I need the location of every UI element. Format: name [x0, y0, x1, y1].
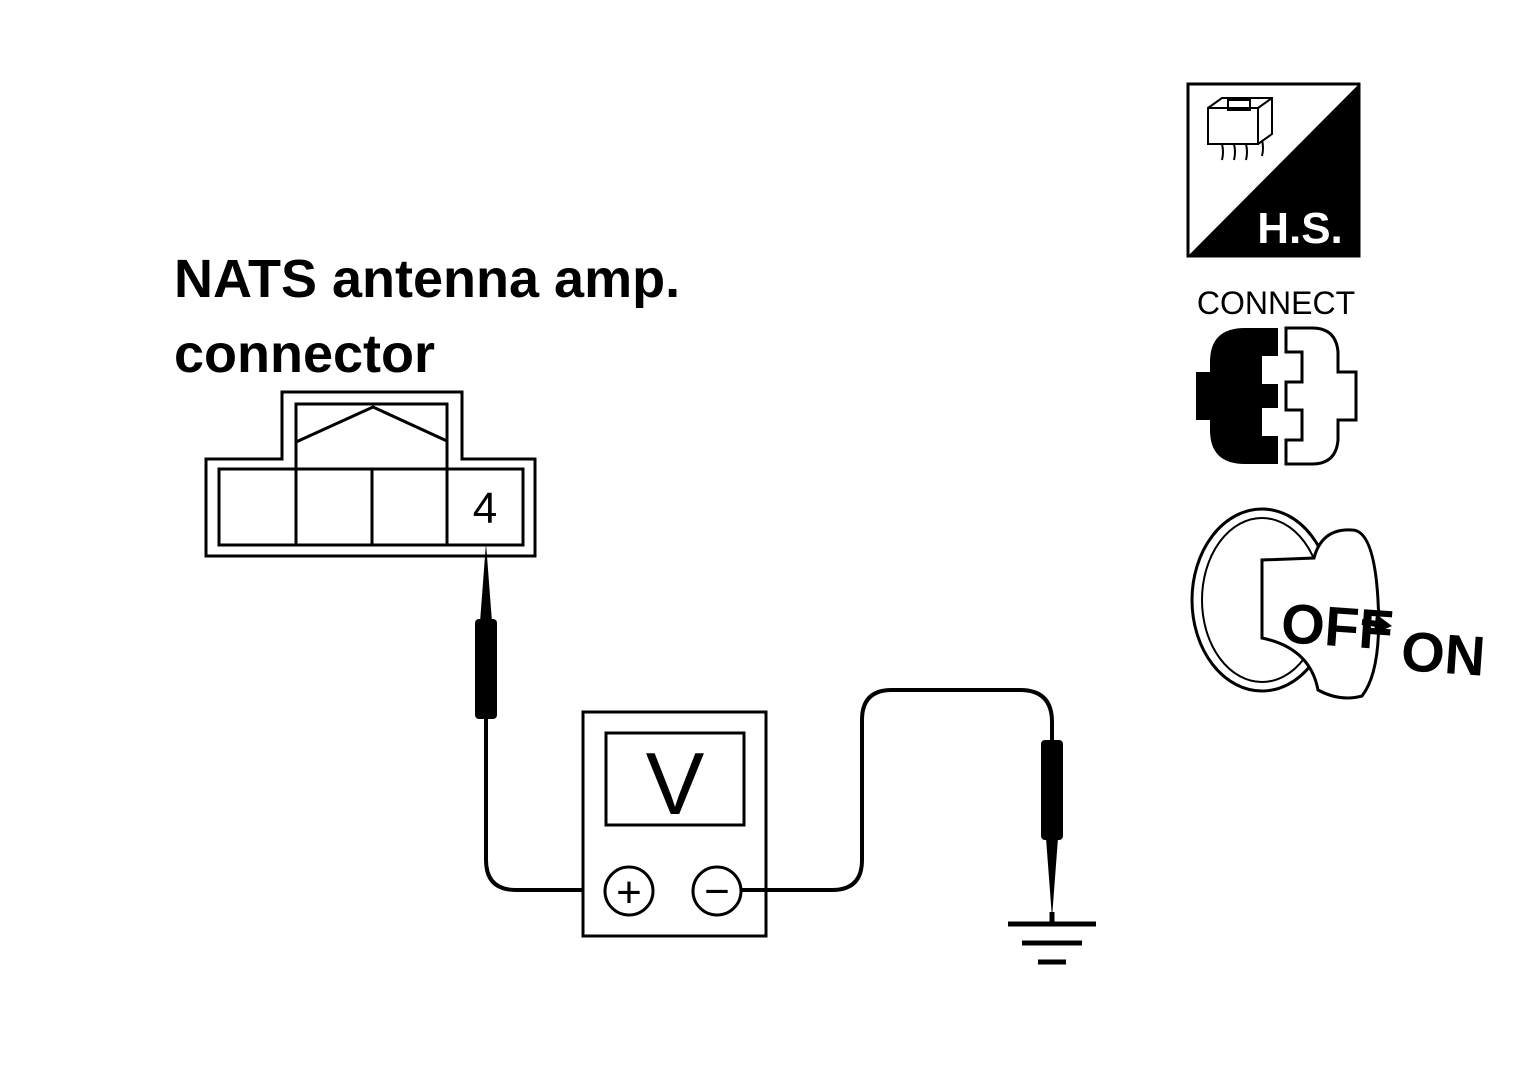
- connector-harness-icon: [1207, 97, 1273, 161]
- negative-lead-wire: [741, 688, 1054, 892]
- ignition-key-icon: [1260, 528, 1381, 700]
- negative-symbol: −: [704, 867, 730, 916]
- voltmeter-display: V: [646, 734, 705, 833]
- voltmeter: V + −: [581, 710, 768, 938]
- ignition-on-label: ON: [1399, 619, 1487, 688]
- positive-symbol: +: [616, 868, 642, 917]
- connector-plug-icon: [1196, 326, 1358, 466]
- connector-label-line2: connector: [174, 324, 435, 384]
- harness-side-label: H.S.: [1257, 204, 1343, 253]
- negative-probe: [1041, 740, 1063, 918]
- positive-probe: [475, 543, 497, 719]
- positive-terminal: [603, 865, 655, 917]
- connector-housing: [204, 390, 537, 558]
- connector-label-line1: NATS antenna amp.: [174, 249, 680, 309]
- harness-side-icon: H.S.: [1186, 82, 1361, 258]
- positive-lead-wire: [484, 718, 605, 892]
- terminal-number: 4: [473, 484, 497, 533]
- ground-icon: [1008, 912, 1096, 965]
- connect-label: CONNECT: [1197, 285, 1355, 321]
- arrow-right-icon: [1361, 614, 1392, 634]
- ignition-switch-icon: OFF ON: [1190, 507, 1487, 700]
